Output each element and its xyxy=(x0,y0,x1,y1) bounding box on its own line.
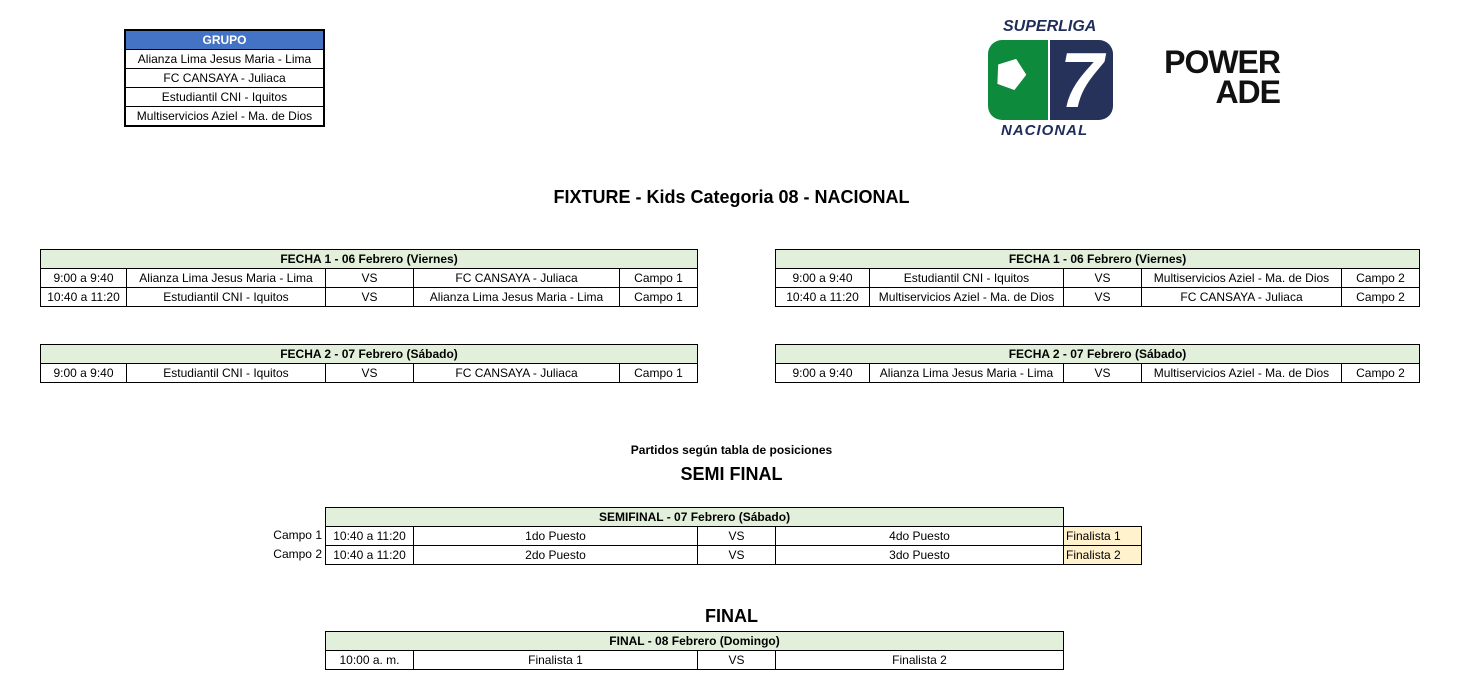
time-cell: 10:40 a 11:20 xyxy=(325,545,414,565)
group-team: Estudiantil CNI - Iquitos xyxy=(124,87,325,107)
group-team: FC CANSAYA - Juliaca xyxy=(124,68,325,88)
logo-text: POWER xyxy=(1164,44,1281,80)
field-cell: Campo 2 xyxy=(1340,268,1421,288)
group-team: Alianza Lima Jesus Maria - Lima xyxy=(124,49,325,69)
away-team: Multiservicios Aziel - Ma. de Dios xyxy=(1141,268,1342,288)
finalist-cell: Finalista 1 xyxy=(1063,526,1143,546)
vs-cell: VS xyxy=(1063,287,1142,307)
field-cell: Campo 1 xyxy=(618,268,699,288)
semi-title: SEMI FINAL xyxy=(680,464,783,484)
away-team: 4do Puesto xyxy=(774,526,1065,546)
superliga-logo: SUPERLIGA 7 NACIONAL xyxy=(985,18,1115,140)
time-cell: 9:00 a 9:40 xyxy=(775,268,870,288)
final-table: FINAL - 08 Febrero (Domingo) 10:00 a. m.… xyxy=(324,631,1065,670)
away-team: Alianza Lima Jesus Maria - Lima xyxy=(413,287,620,307)
vs-cell: VS xyxy=(325,287,414,307)
table-header: FINAL - 08 Febrero (Domingo) xyxy=(324,631,1065,651)
home-team: Finalista 1 xyxy=(413,650,698,670)
time-cell: 9:00 a 9:40 xyxy=(775,363,870,383)
finalist-cell: Finalista 2 xyxy=(1063,545,1143,565)
field-cell: Campo 2 xyxy=(1341,363,1420,383)
field-cell: Campo 2 xyxy=(1340,287,1421,307)
table-header: SEMIFINAL - 07 Febrero (Sábado) xyxy=(324,507,1065,527)
time-cell: 10:40 a 11:20 xyxy=(40,287,127,307)
home-team: Estudiantil CNI - Iquitos xyxy=(869,268,1064,288)
fecha2-left-table: FECHA 2 - 07 Febrero (Sábado) 9:00 a 9:4… xyxy=(40,344,698,383)
home-team: Multiservicios Aziel - Ma. de Dios xyxy=(869,287,1064,307)
home-team: Alianza Lima Jesus Maria - Lima xyxy=(869,363,1064,383)
home-team: Estudiantil CNI - Iquitos xyxy=(126,287,326,307)
away-team: Multiservicios Aziel - Ma. de Dios xyxy=(1141,363,1342,383)
semi-field-label: Campo 1 xyxy=(273,528,322,542)
final-title: FINAL xyxy=(705,606,758,626)
group-team: Multiservicios Aziel - Ma. de Dios xyxy=(124,106,325,127)
seven-badge: 7 xyxy=(1050,40,1113,120)
group-header: GRUPO xyxy=(124,29,325,50)
home-team: Estudiantil CNI - Iquitos xyxy=(126,363,326,383)
table-header: FECHA 2 - 07 Febrero (Sábado) xyxy=(775,344,1420,364)
powerade-logo: POWER ADE xyxy=(1146,44,1281,110)
vs-cell: VS xyxy=(1063,268,1142,288)
away-team: FC CANSAYA - Juliaca xyxy=(413,268,620,288)
vs-cell: VS xyxy=(697,650,776,670)
logo-text: NACIONAL xyxy=(1001,122,1089,139)
time-cell: 9:00 a 9:40 xyxy=(40,363,127,383)
away-team: 3do Puesto xyxy=(774,545,1065,565)
logo-text: ADE xyxy=(1215,74,1281,110)
away-team: FC CANSAYA - Juliaca xyxy=(1141,287,1342,307)
field-cell: Campo 1 xyxy=(619,363,698,383)
away-team: Finalista 2 xyxy=(774,650,1065,670)
table-header: FECHA 1 - 06 Febrero (Viernes) xyxy=(774,249,1421,269)
fecha1-right-table: FECHA 1 - 06 Febrero (Viernes) 9:00 a 9:… xyxy=(774,249,1421,307)
home-team: 1do Puesto xyxy=(413,526,698,546)
group-table: GRUPO Alianza Lima Jesus Maria - Lima FC… xyxy=(124,29,325,127)
semi-note: Partidos según tabla de posiciones xyxy=(630,443,833,457)
time-cell: 10:00 a. m. xyxy=(325,650,414,670)
field-cell: Campo 1 xyxy=(618,287,699,307)
home-team: 2do Puesto xyxy=(413,545,698,565)
vs-cell: VS xyxy=(325,268,414,288)
soccer-ball-icon xyxy=(988,40,1048,120)
table-header: FECHA 2 - 07 Febrero (Sábado) xyxy=(40,344,698,364)
time-cell: 10:40 a 11:20 xyxy=(775,287,870,307)
table-header: FECHA 1 - 06 Febrero (Viernes) xyxy=(39,249,699,269)
semifinal-table: SEMIFINAL - 07 Febrero (Sábado) 10:40 a … xyxy=(324,507,1143,565)
time-cell: 9:00 a 9:40 xyxy=(40,268,127,288)
logo-number: 7 xyxy=(1059,36,1104,124)
away-team: FC CANSAYA - Juliaca xyxy=(413,363,620,383)
fecha2-right-table: FECHA 2 - 07 Febrero (Sábado) 9:00 a 9:4… xyxy=(775,344,1420,383)
semi-field-label: Campo 2 xyxy=(273,547,322,561)
vs-cell: VS xyxy=(1063,363,1142,383)
vs-cell: VS xyxy=(697,526,776,546)
vs-cell: VS xyxy=(697,545,776,565)
time-cell: 10:40 a 11:20 xyxy=(325,526,414,546)
fecha1-left-table: FECHA 1 - 06 Febrero (Viernes) 9:00 a 9:… xyxy=(39,249,699,307)
home-team: Alianza Lima Jesus Maria - Lima xyxy=(126,268,326,288)
page-title: FIXTURE - Kids Categoria 08 - NACIONAL xyxy=(553,187,910,207)
vs-cell: VS xyxy=(325,363,414,383)
logo-text: SUPERLIGA xyxy=(1003,18,1097,35)
